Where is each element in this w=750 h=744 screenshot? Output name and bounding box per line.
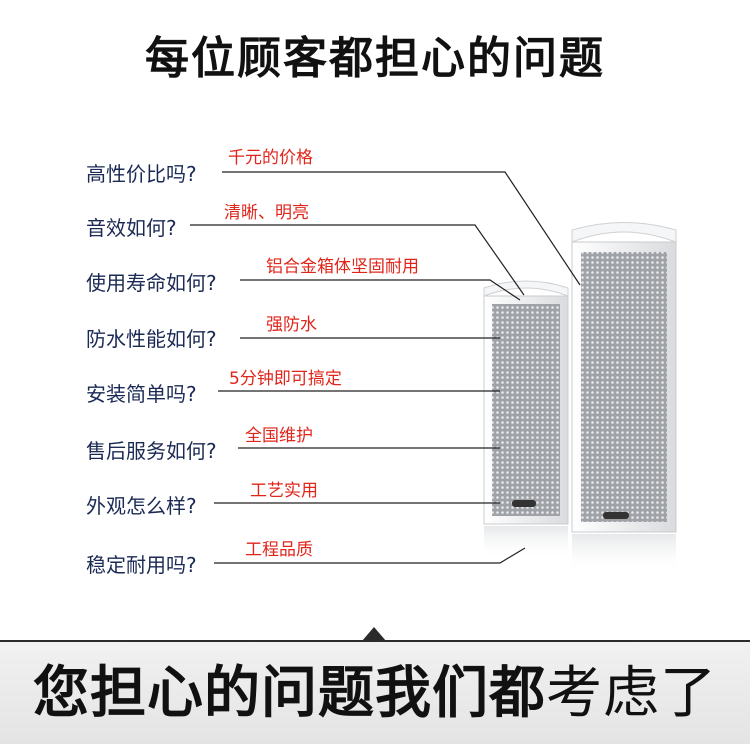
answer-2: 清晰、明亮 (224, 203, 309, 223)
question-7: 外观怎么样? (86, 494, 197, 518)
leader-line-2 (190, 224, 525, 296)
question-8: 稳定耐用吗? (86, 553, 197, 577)
small-column-speaker (483, 280, 569, 560)
large-column-speaker (571, 222, 677, 574)
answer-4: 强防水 (266, 315, 317, 335)
answer-5: 5分钟即可搞定 (229, 369, 342, 389)
question-4: 防水性能如何? (86, 327, 217, 351)
question-5: 安装简单吗? (86, 382, 197, 406)
bottom-slogan: 您担心的问题我们都考虑了 (0, 648, 750, 729)
answer-8: 工程品质 (245, 540, 313, 560)
answer-1: 千元的价格 (228, 148, 313, 168)
leader-line-3 (240, 279, 521, 301)
question-2: 音效如何? (86, 216, 177, 240)
banner-divider (0, 640, 750, 642)
leader-line-8 (214, 547, 526, 564)
question-1: 高性价比吗? (86, 162, 197, 186)
slogan-part-2: 的问题我们都 (204, 661, 546, 726)
slogan-part-3: 考虑了 (546, 661, 717, 726)
question-6: 售后服务如何? (86, 439, 217, 463)
answer-3: 铝合金箱体坚固耐用 (266, 257, 419, 277)
leader-line-1 (222, 171, 581, 286)
answer-6: 全国维护 (245, 426, 313, 446)
slogan-part-1: 您担心 (33, 661, 204, 726)
bottom-banner (0, 640, 750, 744)
answer-7: 工艺实用 (250, 481, 318, 501)
triangle-notch-icon (362, 627, 386, 641)
page-title: 每位顾客都担心的问题 (145, 33, 605, 84)
question-3: 使用寿命如何? (86, 271, 217, 295)
